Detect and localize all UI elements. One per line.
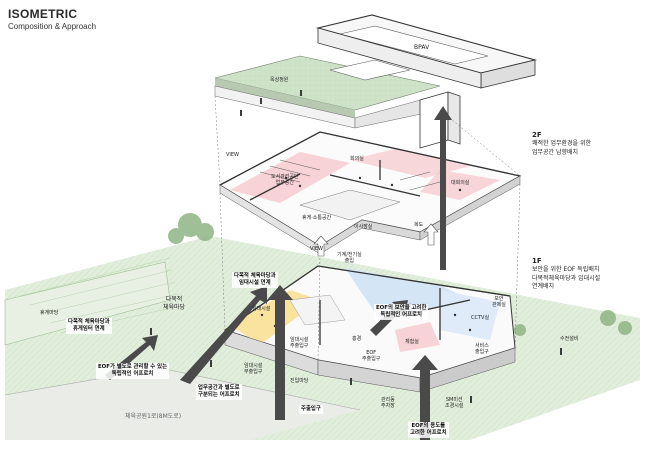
rental-label: 임대시설 <box>252 306 271 312</box>
sm-room-label: SM미션 조경시설 <box>445 397 464 410</box>
floor1-note: 1F 보안을 위한 EOF 독립배치 다목적체육마당과 임대시설 연계배치 <box>532 257 600 291</box>
eof-room-label: 체험실 <box>405 339 419 345</box>
floor2-note-line1: 쾌적한 업무환경을 위한 <box>532 140 592 148</box>
callout-court-rental: 다목적 체육마당과 임대시설 연계 <box>232 272 278 288</box>
office-label: 도서관리공단 업무공간 <box>271 174 299 187</box>
callout-court-rest: 다목적 체육마당과 휴게임터 연계 <box>66 318 112 334</box>
callout-main-entrance: 주출입구 <box>299 405 323 414</box>
view-label-1f: VIEW <box>310 246 323 252</box>
floor1-note-line2: 다목적체육마당과 임대시설 <box>532 274 601 282</box>
eof-entry-label: EOF 주출입구 <box>362 350 381 363</box>
level-guides <box>214 95 521 361</box>
rental-entry-label: 임대시설 주출입구 <box>290 337 309 350</box>
rental-entry2-label: 임대시설 부출입구 <box>244 363 263 376</box>
callout-eof-purpose: EOF의 용도를 고려한 어프로치 <box>408 422 449 438</box>
meeting-label: 회의실 <box>350 156 364 162</box>
page-title: ISOMETRIC <box>8 7 78 21</box>
floor2-level-label: 2F <box>532 131 542 139</box>
court-label: 다목적 체육마당 <box>163 296 186 311</box>
security-label: 보안 관제실 <box>492 296 506 309</box>
callout-eof-independent: EOF가 별도로 관리할 수 있는 독립적인 어프로치 <box>96 363 170 379</box>
floor2-note-line2: 업무공간 남향배치 <box>532 148 579 156</box>
rest-yard-label: 휴게마당 <box>40 310 59 316</box>
road-label: 체육공원1로(8M도로) <box>125 413 182 420</box>
conference-label: 대회의실 <box>451 180 470 186</box>
director-label: 이사장실 <box>354 224 373 230</box>
roof-level <box>214 14 538 129</box>
floor1-level-label: 1F <box>532 257 542 265</box>
equipment-label: 수전설비 <box>560 336 579 342</box>
parking-label: 관리동 주차장 <box>381 397 395 410</box>
view-label-2f: VIEW <box>226 152 239 158</box>
hall-label: 복도 <box>414 222 424 228</box>
facility-entry-label: 기계/전기실 출입 <box>337 252 362 265</box>
lounge-label: 휴게·소통공간 <box>302 215 332 221</box>
bpav-label: BPAV <box>414 44 430 51</box>
eof-service-label: 서비스 출입구 <box>475 343 489 356</box>
vertical-link-arrows <box>313 223 439 257</box>
page-subtitle: Composition & Approach <box>8 22 97 31</box>
lobby-label: 홍경 <box>352 336 362 342</box>
main-yard-label: 진입마당 <box>290 378 309 384</box>
floor2-level <box>218 131 522 255</box>
roof-garden-label: 옥상정원 <box>270 77 289 83</box>
cctv-label: CCTV실 <box>471 315 490 321</box>
floor1-note-line1: 보안을 위한 EOF 독립배치 <box>532 266 600 274</box>
floor1-note-line3: 연계배치 <box>532 282 555 290</box>
callout-eof-security: EOF의 보안을 고려한 독립적인 어프로치 <box>374 304 429 320</box>
floor2-note: 2F 쾌적한 업무환경을 위한 업무공간 남향배치 <box>532 131 591 157</box>
callout-separate-approach: 업무공간과 별도로 구분되는 어프로치 <box>196 384 242 400</box>
